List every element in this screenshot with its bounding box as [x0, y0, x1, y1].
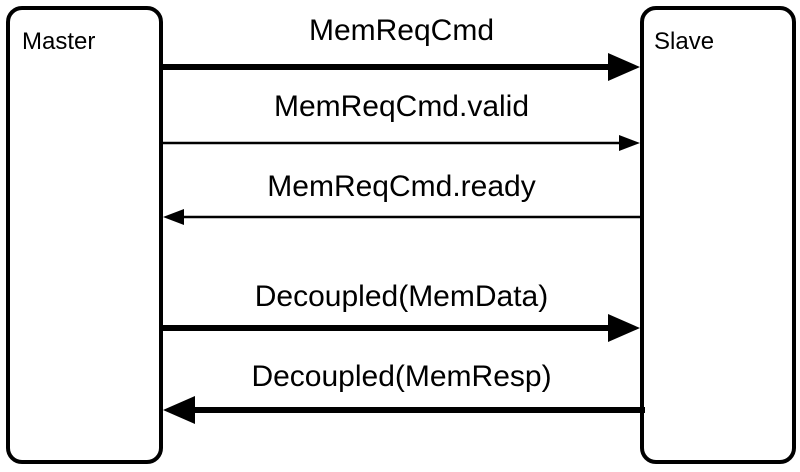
- arrow-memreqcmd-valid: [163, 135, 640, 151]
- arrow-decoupled-memresp: [163, 396, 645, 424]
- signal-label-decoupled-memresp: Decoupled(MemResp): [251, 360, 552, 393]
- signal-label-decoupled-memdata: Decoupled(MemData): [254, 280, 549, 313]
- arrow-memreqcmd-ready: [163, 209, 640, 225]
- slave-box: Slave: [640, 6, 796, 464]
- signal-label-memreqcmd-ready: MemReqCmd.ready: [267, 170, 536, 203]
- arrow-memreqcmd: [163, 53, 640, 81]
- slave-label: Slave: [654, 28, 715, 55]
- master-box: Master: [6, 6, 163, 464]
- arrow-decoupled-memdata: [163, 314, 640, 342]
- signal-label-memreqcmd-valid: MemReqCmd.valid: [273, 90, 530, 123]
- master-label: Master: [22, 28, 96, 55]
- signal-label-memreqcmd: MemReqCmd: [308, 14, 495, 47]
